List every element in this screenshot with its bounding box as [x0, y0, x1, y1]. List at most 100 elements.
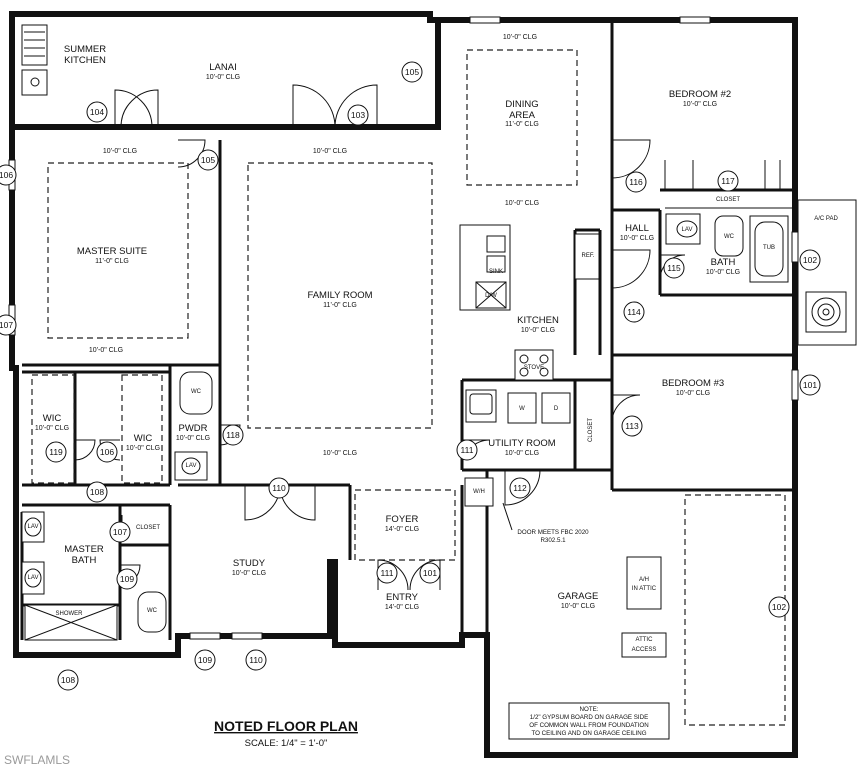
room-master-suite-4: MASTER SUITE — [77, 246, 147, 257]
tag-number: 103 — [351, 110, 365, 120]
tag-number: 111 — [461, 445, 474, 455]
garage-note-line-4: TO CEILING AND ON GARAGE CEILING — [531, 730, 646, 737]
room-family-room-5: FAMILY ROOM — [307, 290, 372, 301]
tag-115-8: 115 — [663, 257, 685, 279]
tag-102-10: 102 — [799, 249, 821, 271]
door-note-line-2: R302.5.1 — [540, 537, 566, 544]
fixture-washer-7: W — [519, 406, 525, 412]
tag-number: 109 — [198, 655, 212, 665]
plan-scale: SCALE: 1/4" = 1'-0" — [245, 738, 328, 749]
tag-circle — [96, 441, 118, 463]
tag-107-5: 107 — [0, 314, 17, 336]
tag-109-25: 109 — [194, 649, 216, 671]
room-wic-ceiling: 10'-0" CLG — [35, 425, 69, 432]
tag-circle — [456, 439, 478, 461]
ceiling-note-1: 10'-0" CLG — [103, 148, 137, 155]
tag-circle — [109, 521, 131, 543]
tag-circle — [57, 669, 79, 691]
fixture-dw-4: D/W — [485, 293, 497, 299]
room-foyer-ceiling: 14'-0" CLG — [385, 526, 419, 533]
tag-number: 111 — [381, 568, 394, 578]
tag-circle — [0, 164, 17, 186]
ceiling-note-0: 10'-0" CLG — [503, 34, 537, 41]
tag-107-19: 107 — [109, 521, 131, 543]
room-family-room-ceiling: 11'-0" CLG — [323, 302, 357, 309]
doors — [74, 84, 686, 591]
tag-119-16: 119 — [45, 441, 67, 463]
tag-114-9: 114 — [623, 301, 645, 323]
room-garage-ceiling: 10'-0" CLG — [561, 603, 595, 610]
fixture-ac_pad-11: A/C PAD — [814, 216, 838, 222]
tag-number: 110 — [249, 655, 263, 665]
tag-number: 114 — [627, 307, 641, 317]
tag-117-7: 117 — [717, 170, 739, 192]
fixture-closet-vertical-utility: CLOSET — [588, 418, 594, 442]
tag-111-13: 111 — [456, 439, 478, 461]
room-foyer-14: FOYER — [386, 514, 419, 525]
fixture-tub-2: TUB — [763, 245, 775, 251]
fixture-lav-1: LAV — [682, 227, 693, 233]
tag-number: 112 — [513, 483, 527, 493]
tag-circle — [0, 314, 17, 336]
room-utility-room-13: UTILITY ROOM — [488, 438, 555, 449]
tag-number: 105 — [405, 67, 419, 77]
tag-110-21: 110 — [268, 477, 290, 499]
tag-108-27: 108 — [57, 669, 79, 691]
tag-116-6: 116 — [625, 171, 647, 193]
tag-circle — [768, 596, 790, 618]
room-wic-11: WIC — [134, 433, 153, 444]
room-wic-10: WIC — [43, 413, 62, 424]
tag-circle — [663, 257, 685, 279]
tag-number: 102 — [772, 602, 786, 612]
fixture-closet-22: CLOSET — [136, 525, 160, 531]
garage-note-line-2: 1/2" GYPSUM BOARD ON GARAGE SIDE — [530, 714, 648, 721]
garage-note-line-3: OF COMMON WALL FROM FOUNDATION — [529, 722, 648, 729]
room-bedroom-3-ceiling: 10'-0" CLG — [676, 390, 710, 397]
tag-circle — [86, 481, 108, 503]
tag-number: 118 — [226, 430, 240, 440]
fixture-lav-18: LAV — [28, 524, 39, 530]
tag-number: 119 — [49, 447, 63, 457]
tag-106-17: 106 — [96, 441, 118, 463]
fixture-lav-19: LAV — [28, 575, 39, 581]
fixture-closet-9: CLOSET — [716, 197, 740, 203]
fixture-stove-6: STOVE — [524, 365, 544, 371]
tag-number: 101 — [423, 568, 437, 578]
room-summer-kitchen-0: SUMMER — [64, 44, 106, 55]
tag-circle — [799, 249, 821, 271]
tag-number: 106 — [100, 447, 114, 457]
tag-103-1: 103 — [347, 104, 369, 126]
tag-circle — [717, 170, 739, 192]
tag-circle — [509, 477, 531, 499]
tag-circle — [419, 562, 441, 584]
room-pwdr-ceiling: 10'-0" CLG — [176, 435, 210, 442]
tag-circle — [86, 101, 108, 123]
fixture-attic2-15: ACCESS — [632, 647, 657, 653]
tag-number: 117 — [721, 176, 735, 186]
fixture-dryer-8: D — [554, 406, 559, 412]
door-note-line-1: DOOR MEETS FBC 2020 — [517, 529, 589, 536]
room-hall-ceiling: 10'-0" CLG — [620, 235, 654, 242]
tag-circle — [347, 104, 369, 126]
fixture-ref-3: REF. — [581, 253, 594, 259]
tag-number: 107 — [113, 527, 127, 537]
tag-circle — [197, 149, 219, 171]
tag-number: 110 — [272, 483, 286, 493]
tag-number: 109 — [120, 574, 134, 584]
watermark: SWFLAMLS — [4, 753, 70, 767]
tag-number: 101 — [803, 380, 817, 390]
tag-circle — [401, 61, 423, 83]
tag-circle — [45, 441, 67, 463]
room-bedroom-3-9: BEDROOM #3 — [662, 378, 724, 389]
tag-number: 116 — [629, 177, 643, 187]
fixture-sink-5: SINK — [489, 269, 503, 275]
tag-102-24: 102 — [768, 596, 790, 618]
fixture-attic1-14: ATTIC — [636, 637, 654, 643]
garage-note: NOTE: 1/2" GYPSUM BOARD ON GARAGE SIDE O… — [529, 706, 648, 737]
room-entry-ceiling: 14'-0" CLG — [385, 604, 419, 611]
tag-number: 106 — [0, 170, 13, 180]
fixtures — [21, 24, 857, 740]
